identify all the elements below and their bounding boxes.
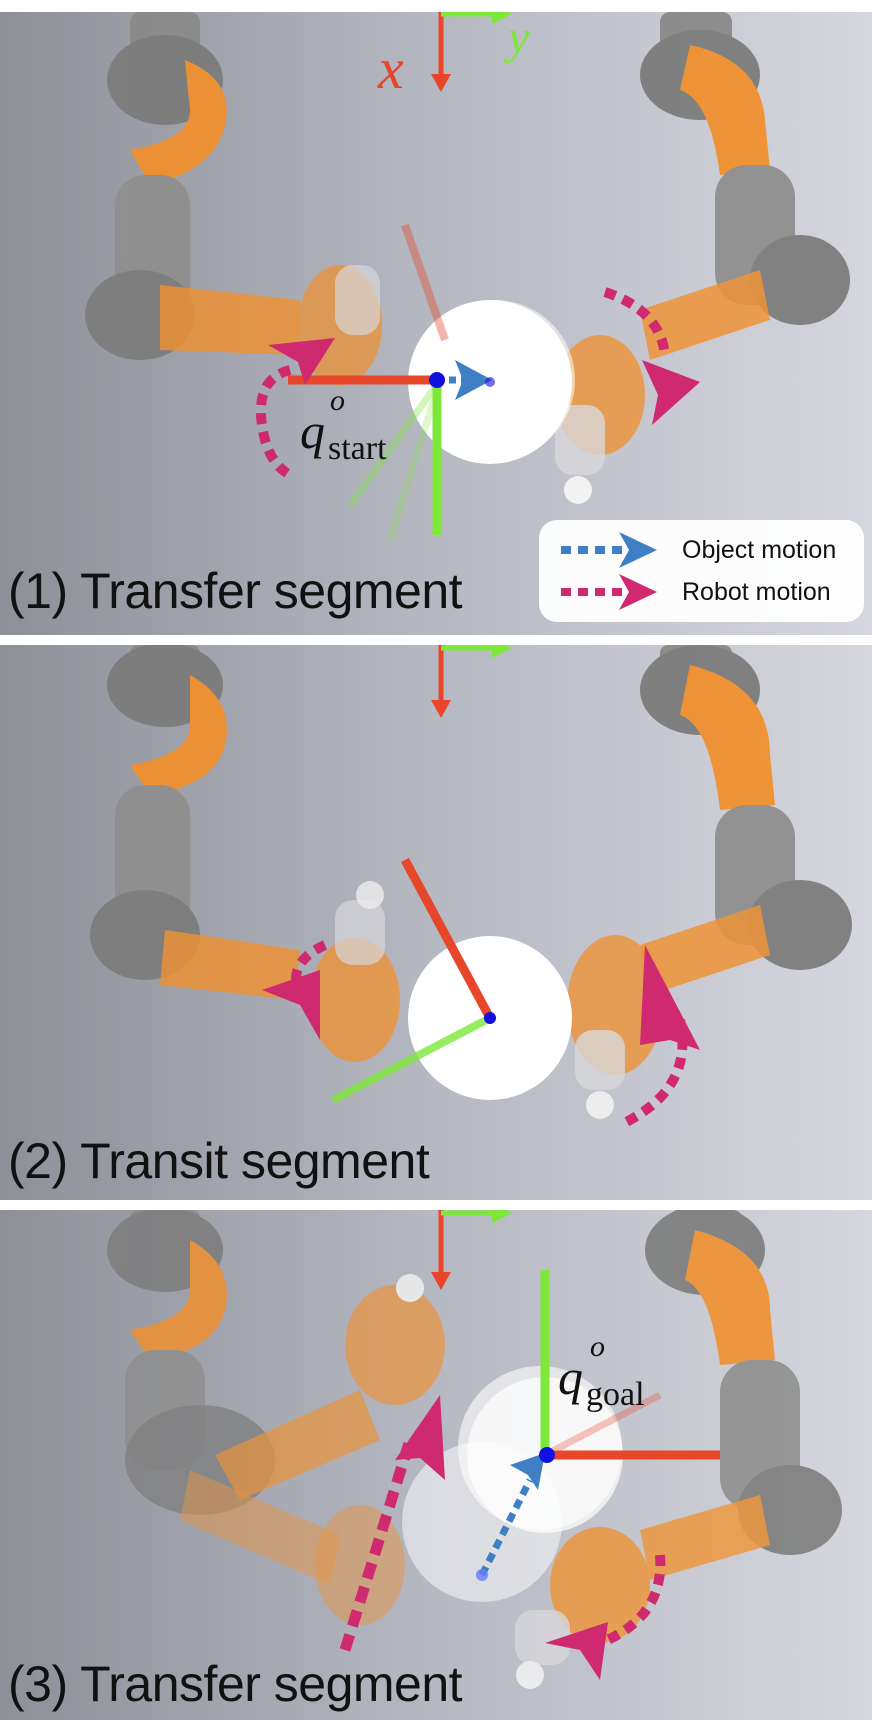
panel-3-scene (0, 1210, 872, 1720)
left-robot-arm (107, 1210, 445, 1625)
goal-pose-label: q o goal (558, 1330, 688, 1418)
world-x-label: x (378, 36, 404, 101)
legend-robot-motion-label: Robot motion (682, 578, 831, 606)
panel-2-caption: (2) Transit segment (8, 1133, 430, 1189)
left-robot-motion-arrow (395, 1395, 445, 1480)
start-pose-superscript: o (330, 384, 345, 417)
right-robot-motion-arrow (640, 945, 700, 1050)
object-x-axis (401, 857, 494, 1021)
panel-3-caption: (3) Transfer segment (8, 1656, 463, 1712)
right-robot-motion-arrow (642, 360, 700, 425)
goal-pose-symbol: q (558, 1349, 583, 1405)
left-robot-motion-path (339, 1438, 416, 1652)
left-robot-motion-arrow (262, 970, 320, 1040)
panel-transfer-3: q o goal (3) Transfer segment (0, 1210, 872, 1720)
right-robot-arm (515, 1210, 842, 1689)
right-robot-motion-path (603, 287, 670, 356)
panel-1-scene (0, 0, 872, 635)
object-motion-swatch (561, 532, 657, 568)
right-robot-motion-arrow (545, 1622, 608, 1680)
robot-motion-swatch (561, 574, 657, 610)
panel-2-scene (0, 645, 872, 1200)
panel-1-caption: (1) Transfer segment (8, 563, 463, 619)
right-robot-motion-path (617, 1018, 688, 1130)
start-pose-label: q o start (300, 384, 430, 472)
right-robot-arm (555, 12, 850, 504)
world-y-label: y (508, 11, 530, 64)
left-robot-motion-path (255, 365, 293, 480)
object-motion-arrow (455, 360, 492, 400)
right-robot-arm (567, 645, 852, 1119)
legend: Object motion Robot motion (539, 520, 864, 622)
left-robot-arm (90, 645, 400, 1062)
panel-transfer-1: x y q o start (1) Transfer segment Objec… (0, 0, 872, 635)
legend-object-motion: Object motion (557, 530, 857, 570)
goal-pose-subscript: goal (586, 1376, 645, 1413)
object-y-axis (331, 1014, 492, 1104)
start-pose-symbol: q (300, 403, 325, 459)
object-motion-path (478, 1478, 534, 1577)
right-robot-motion-path (593, 1554, 666, 1650)
legend-robot-motion: Robot motion (557, 572, 857, 612)
panel-transit: (2) Transit segment (0, 645, 872, 1200)
legend-object-motion-label: Object motion (682, 536, 837, 564)
goal-pose-superscript: o (590, 1330, 605, 1363)
left-robot-motion-arrow (268, 338, 335, 385)
object-motion-arrow (510, 1453, 545, 1490)
start-pose-subscript: start (328, 430, 387, 467)
